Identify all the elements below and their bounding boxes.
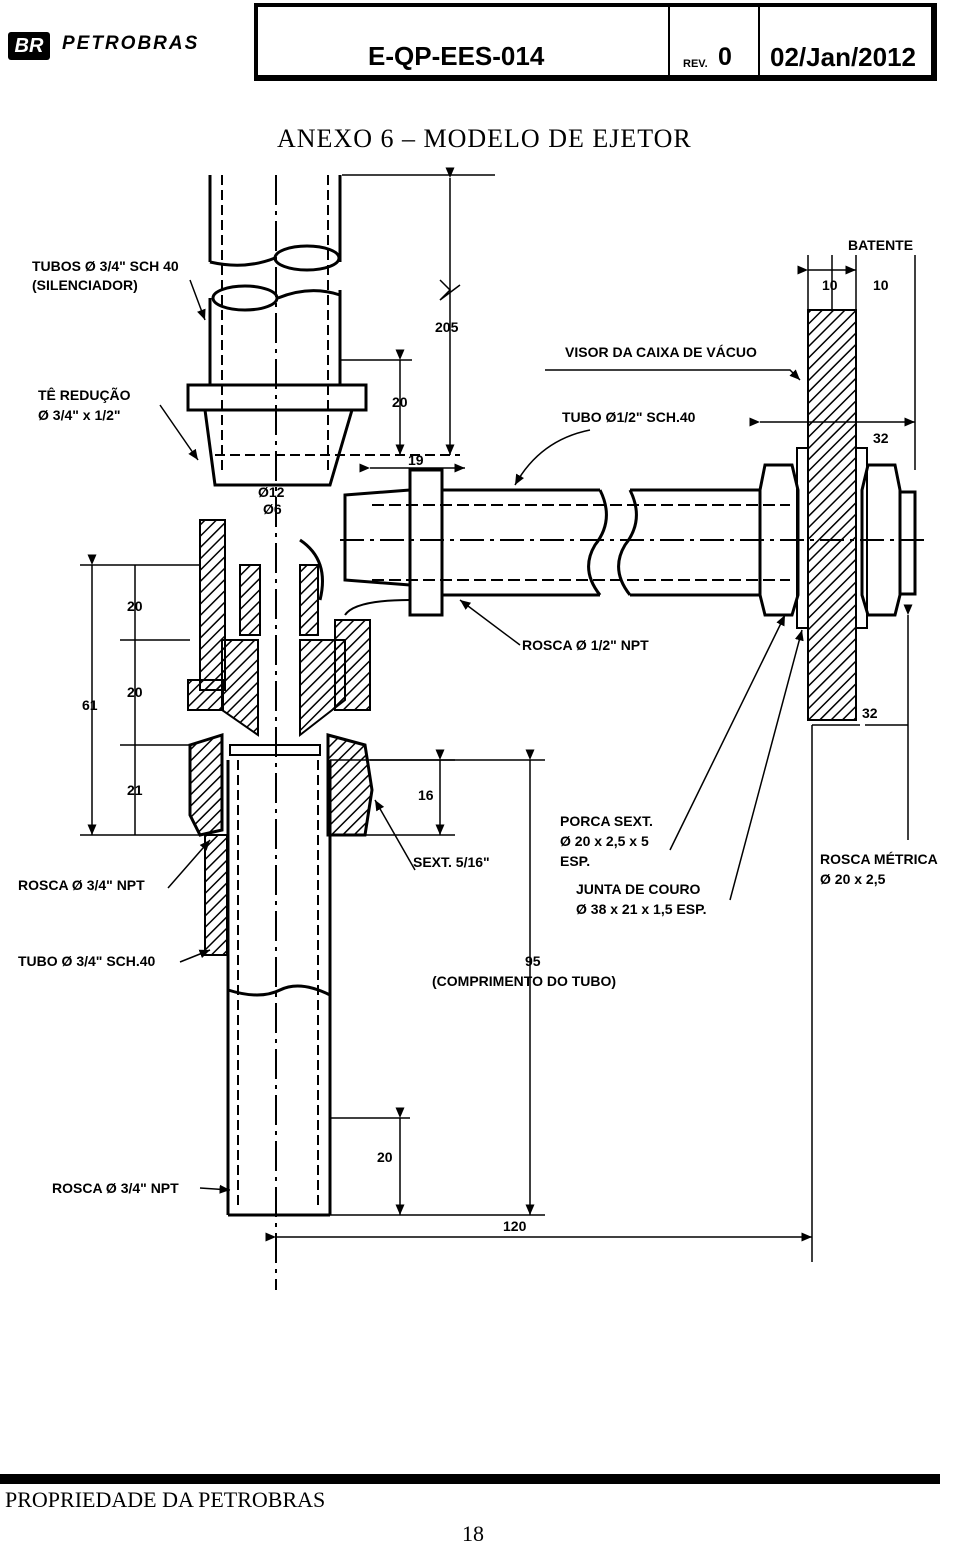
dim-21: 21 [127,782,143,798]
label-rosca-metrica-2: Ø 20 x 2,5 [820,871,886,887]
label-te-reducao-size: Ø 3/4" x 1/2" [38,407,121,423]
dim-20-b: 20 [127,684,143,700]
dim-10-a: 10 [822,277,838,293]
dim-phi6: Ø6 [263,501,282,517]
page-number: 18 [462,1521,484,1546]
dimension-lines [80,167,916,1262]
dim-phi12: Ø12 [258,484,285,500]
footer-rule [0,1474,940,1484]
dim-205: 205 [435,319,459,335]
label-rosca-metrica-1: ROSCA MÉTRICA [820,851,938,867]
dim-32-bottom: 32 [862,705,878,721]
label-tubos-silenciador: TUBOS Ø 3/4" SCH 40 [32,258,179,274]
label-junta-1: JUNTA DE COURO [576,881,701,897]
doc-code-cell: E-QP-EES-014 [258,7,670,75]
br-logo-mark: BR [8,32,50,60]
logo-wordmark: PETROBRAS [62,33,200,54]
label-porca-3: ESP. [560,853,590,869]
label-batente: BATENTE [848,237,913,253]
document-header: E-QP-EES-014 REV. 0 02/Jan/2012 [254,3,937,81]
dimension-values: 205 20 19 Ø12 Ø6 10 10 32 32 20 20 61 21… [82,277,889,1234]
dim-20-top: 20 [392,394,408,410]
label-visor: VISOR DA CAIXA DE VÁCUO [565,344,757,360]
label-sext: SEXT. 5/16" [413,854,490,870]
label-rosca-34-upper: ROSCA Ø 3/4" NPT [18,877,145,893]
dim-16: 16 [418,787,434,803]
dim-20-a: 20 [127,598,143,614]
label-comprimento: (COMPRIMENTO DO TUBO) [432,973,616,989]
doc-date: 02/Jan/2012 [770,42,917,72]
dim-10-b: 10 [873,277,889,293]
label-comprimento-value: 95 [525,953,541,969]
leader-lines [159,279,804,1194]
revision-cell: REV. 0 [670,7,760,75]
label-porca-1: PORCA SEXT. [560,813,653,829]
ejector-body [186,175,930,1290]
label-te-reducao: TÊ REDUÇÃO [38,386,131,403]
footer-ownership: PROPRIEDADE DA PETROBRAS [5,1487,326,1512]
label-tubo-half: TUBO Ø1/2" SCH.40 [562,409,696,425]
label-porca-2: Ø 20 x 2,5 x 5 [560,833,649,849]
petrobras-logo: BR PETROBRAS [8,28,218,64]
page-title: ANEXO 6 – MODELO DE EJETOR [277,124,692,153]
dim-120: 120 [503,1218,527,1234]
label-silenciador: (SILENCIADOR) [32,277,138,293]
dim-61: 61 [82,697,98,713]
label-rosca-half: ROSCA Ø 1/2" NPT [522,637,649,653]
dim-19: 19 [408,452,424,468]
revision-label: REV. [683,58,708,70]
revision-value: 0 [718,43,732,71]
doc-code: E-QP-EES-014 [368,41,545,71]
dim-32-top: 32 [873,430,889,446]
date-cell: 02/Jan/2012 [760,7,935,75]
label-tubo-34: TUBO Ø 3/4" SCH.40 [18,953,156,969]
dim-20-low: 20 [377,1149,393,1165]
label-junta-2: Ø 38 x 21 x 1,5 ESP. [576,901,707,917]
label-rosca-34-lower: ROSCA Ø 3/4" NPT [52,1180,179,1196]
callout-labels: TUBOS Ø 3/4" SCH 40 (SILENCIADOR) TÊ RED… [18,237,938,1196]
